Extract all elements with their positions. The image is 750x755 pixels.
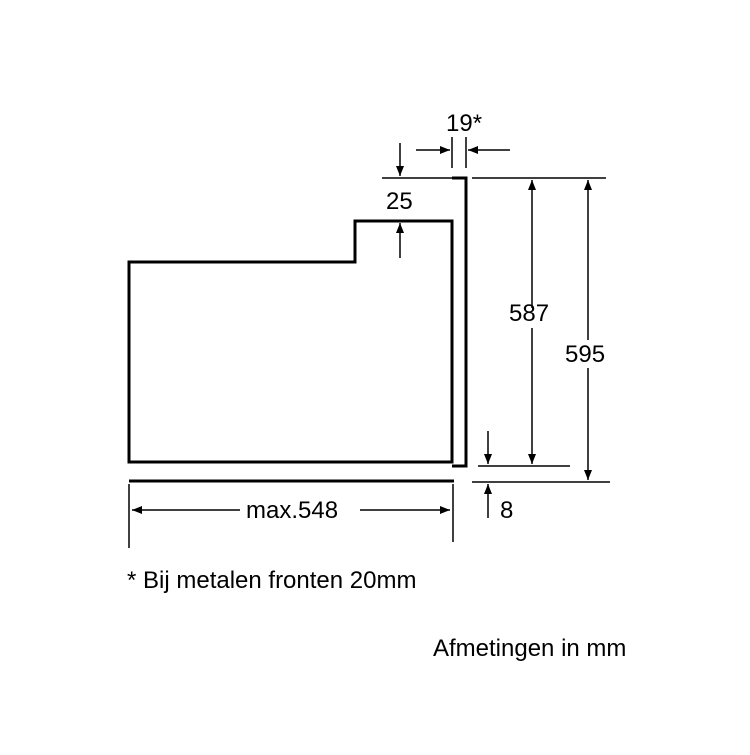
units-caption: Afmetingen in mm xyxy=(433,635,626,662)
dim-label-inner-height: 587 xyxy=(509,300,549,327)
dim-label-top-offset: 25 xyxy=(386,188,413,215)
footnote-text: * Bij metalen fronten 20mm xyxy=(127,567,416,594)
dim-label-panel-thickness: 19* xyxy=(446,110,482,137)
dim-label-bottom-offset: 8 xyxy=(500,497,513,524)
oven-body-outline xyxy=(127,219,454,464)
front-panel-outline xyxy=(452,176,468,468)
dim-label-depth: max.548 xyxy=(246,497,338,524)
dim-label-total-height: 595 xyxy=(565,341,605,368)
